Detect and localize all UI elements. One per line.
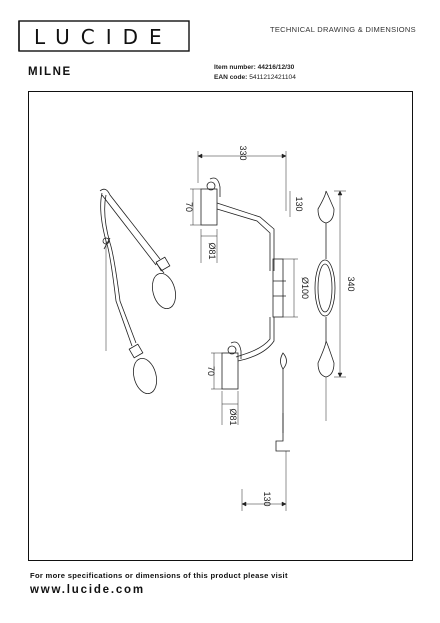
- dim-base-height: Ø100: [300, 277, 310, 299]
- item-number-row: Item number: 44216/12/30: [214, 63, 296, 73]
- product-meta: Item number: 44216/12/30 EAN code: 54112…: [214, 63, 296, 82]
- dim-head-height-bottom: 70: [206, 366, 216, 376]
- lucide-logo: LUCIDE: [18, 20, 190, 52]
- ean-value: 5411212421104: [249, 73, 296, 81]
- dim-head-diameter-top: Ø81: [207, 242, 217, 259]
- logo-text: LUCIDE: [34, 25, 173, 49]
- dim-head-diameter-bottom: Ø81: [228, 408, 238, 425]
- front-view: [200, 177, 290, 452]
- product-name: MILNE: [28, 66, 72, 78]
- footer-note: For more specifications or dimensions of…: [30, 571, 288, 580]
- technical-drawing: 330 70 Ø81 130 Ø100 70 Ø81 130 340: [99, 145, 356, 511]
- dim-total-height: 340: [346, 276, 356, 291]
- drawing-frame: [28, 91, 413, 561]
- dim-head-height-top: 70: [184, 202, 194, 212]
- ean-label: EAN code:: [214, 73, 248, 81]
- item-number-label: Item number:: [214, 64, 256, 71]
- side-view: [314, 190, 336, 421]
- dimension-lines: [190, 151, 346, 511]
- perspective-view: [99, 188, 177, 395]
- dim-arm-offset: 130: [294, 196, 304, 211]
- footer-url[interactable]: www.lucide.com: [30, 584, 145, 596]
- item-number-value: 44216/12/30: [257, 64, 295, 71]
- dim-arm-bottom-width: 130: [262, 491, 272, 506]
- dim-width-top: 330: [238, 145, 248, 160]
- ean-row: EAN code: 5411212421104: [214, 73, 296, 83]
- document-type-label: TECHNICAL DRAWING & DIMENSIONS: [270, 25, 416, 34]
